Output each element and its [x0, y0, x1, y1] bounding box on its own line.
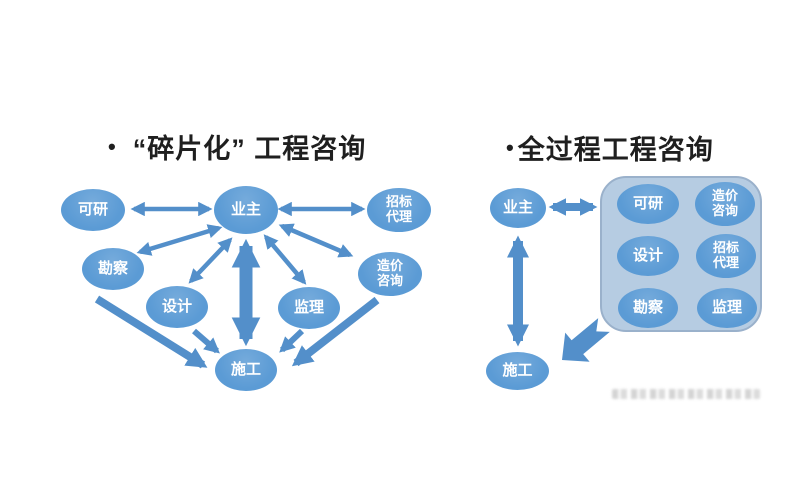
node-label: 招标 代理: [385, 194, 412, 224]
node-design: 设计: [146, 286, 208, 328]
node-construction: 施工: [215, 349, 277, 391]
node-supervision: 监理: [278, 287, 340, 329]
node-research: 可研: [61, 189, 125, 231]
right-title-text: 全过程工程咨询: [517, 135, 714, 165]
arrow-supervision-construction: [279, 328, 305, 353]
node-survey: 勘察: [82, 248, 144, 290]
node-label: 造价 咨询: [376, 258, 403, 288]
node-bidding-agency: 招标 代理: [367, 188, 431, 232]
group-node-research: 可研: [617, 184, 679, 224]
node-label: 造价 咨询: [711, 188, 738, 218]
left-title-text: “碎片化” 工程咨询: [132, 134, 367, 164]
arrow-owner-cost: [278, 223, 354, 258]
right-diagram-title: • 全过程工程咨询: [506, 128, 714, 167]
node-label: 勘察: [632, 298, 663, 316]
node-owner-right: 业主: [490, 188, 546, 228]
arrow-owner-survey: [136, 224, 223, 256]
group-node-supervision: 监理: [697, 288, 757, 328]
watermark: [612, 389, 760, 399]
node-label: 监理: [293, 298, 324, 316]
node-owner: 业主: [214, 186, 278, 234]
node-label: 可研: [632, 194, 663, 212]
node-label: 施工: [502, 361, 533, 379]
arrow-design-construction: [192, 328, 220, 354]
bullet-icon: •: [108, 133, 117, 159]
node-label: 业主: [230, 200, 261, 218]
node-cost-consulting: 造价 咨询: [358, 252, 422, 296]
node-label: 监理: [711, 298, 742, 316]
bullet-icon: •: [506, 134, 515, 160]
group-node-design: 设计: [617, 236, 679, 276]
node-label: 施工: [230, 360, 261, 378]
node-label: 勘察: [97, 259, 128, 277]
left-diagram-title: • “碎片化” 工程咨询: [108, 127, 366, 166]
node-construction-right: 施工: [486, 352, 549, 390]
group-node-bidding-agency: 招标 代理: [696, 234, 756, 278]
group-node-survey: 勘察: [618, 288, 678, 328]
arrow-owner-supervision: [263, 234, 307, 285]
node-label: 可研: [77, 200, 108, 218]
node-label: 设计: [632, 246, 663, 264]
node-label: 设计: [161, 297, 192, 315]
group-node-cost-consulting: 造价 咨询: [695, 182, 755, 226]
arrow-owner-design: [188, 237, 233, 284]
node-label: 业主: [502, 198, 533, 216]
arrow-group-construction-block: [562, 318, 610, 362]
node-label: 招标 代理: [712, 240, 739, 270]
